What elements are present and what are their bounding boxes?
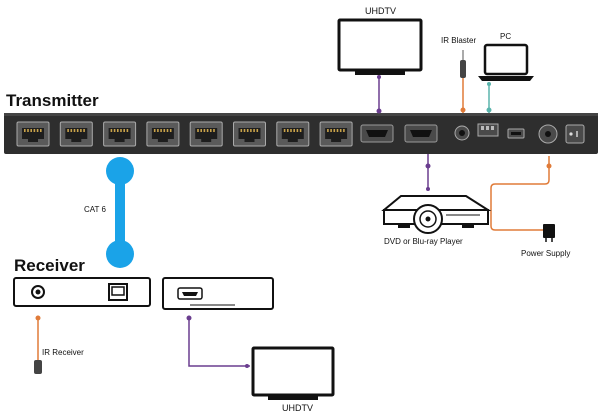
disc-player-icon: [381, 195, 492, 234]
ir-blaster-cable: [460, 78, 466, 113]
transmitter-heading: Transmitter: [6, 91, 99, 110]
pc-cable: [486, 82, 492, 113]
hdmi-port-2: [404, 124, 438, 143]
hdmi-cable-bottom: [186, 315, 250, 368]
power-cable: [490, 156, 552, 231]
rj45-port: [319, 121, 353, 147]
power-supply-label: Power Supply: [521, 249, 570, 258]
power-port: [538, 124, 558, 144]
cat6-cable: [106, 157, 134, 268]
rj45-port: [103, 121, 137, 147]
ir-jack: [454, 125, 470, 141]
usb-port: [507, 128, 525, 139]
rj45-ports: [16, 121, 353, 147]
rj45-port: [189, 121, 223, 147]
ir-emitter-icon: [460, 50, 466, 78]
tv-icon: [337, 18, 423, 75]
ir-blaster-label: IR Blaster: [441, 36, 476, 45]
power-switch: [565, 124, 585, 144]
receiver-hdmi-unit: [162, 277, 274, 310]
rj45-port: [276, 121, 310, 147]
hdmi-cable-top: [376, 75, 382, 114]
hdmi-cable-dvd: [425, 154, 431, 191]
dvd-player-label: DVD or Blu-ray Player: [384, 237, 463, 246]
ir-receiver-label: IR Receiver: [42, 348, 84, 357]
laptop-icon: [478, 43, 534, 81]
ir-receiver-cable: [35, 315, 41, 360]
power-adapter-icon: [543, 224, 555, 242]
rj45-port: [16, 121, 50, 147]
receiver-heading: Receiver: [14, 256, 85, 275]
receiver-unit: [13, 277, 151, 307]
uhdtv-bottom-label: UHDTV: [282, 403, 313, 413]
rj45-port: [146, 121, 180, 147]
cat6-label: CAT 6: [84, 205, 106, 214]
ir-emitter-icon: [34, 360, 42, 374]
tv-icon: [251, 346, 335, 400]
pc-label: PC: [500, 32, 511, 41]
rj45-port: [233, 121, 266, 147]
uhdtv-top-label: UHDTV: [365, 6, 396, 16]
pc-connector: [477, 123, 499, 137]
hdmi-port-1: [360, 124, 394, 143]
rj45-port: [59, 121, 93, 147]
